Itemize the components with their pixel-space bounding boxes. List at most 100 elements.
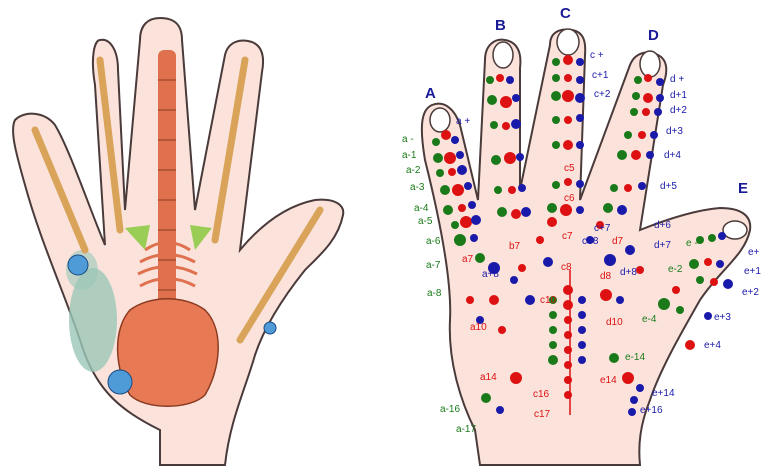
label-c-plus-2: c+2	[594, 89, 611, 100]
acupoint-dot	[576, 141, 584, 149]
label-d10: d10	[606, 317, 623, 328]
joint-shape-left	[125, 225, 150, 250]
right-hand: A B C D E a - a-1 a-2 a-3 a-4 a-5 a-6 a-…	[402, 5, 761, 466]
label-a14: a14	[480, 372, 497, 383]
acupoint-dot	[624, 131, 632, 139]
acupoint-dot	[464, 182, 472, 190]
acupoint-dot	[549, 341, 557, 349]
nail-e	[722, 220, 748, 240]
lung-shape	[69, 268, 117, 372]
acupoint-dot	[468, 201, 476, 209]
label-a-minus: a -	[402, 134, 414, 145]
acupoint-dot	[689, 259, 699, 269]
acupoint-dot	[547, 203, 557, 213]
acupoint-dot	[443, 205, 453, 215]
label-d-plus: d +	[670, 74, 684, 85]
acupoint-dot	[617, 205, 627, 215]
right-hand-outline	[420, 28, 752, 466]
label-d7: d7	[612, 236, 624, 247]
acupoint-dot	[576, 114, 584, 122]
acupoint-dot	[510, 276, 518, 284]
acupoint-dot	[716, 260, 724, 268]
acupoint-dot	[458, 204, 466, 212]
acupoint-dot	[643, 93, 653, 103]
acupoint-dot	[564, 376, 572, 384]
label-d-plus-8: d+8	[620, 267, 637, 278]
acupoint-dot	[552, 58, 560, 66]
acupoint-dot	[624, 184, 632, 192]
acupoint-dot	[548, 355, 558, 365]
label-e-minus: e -	[686, 238, 698, 249]
acupoint-dot	[696, 236, 704, 244]
finger-label-c: C	[560, 5, 571, 22]
acupoint-dot	[504, 152, 516, 164]
acupoint-dot	[576, 206, 584, 214]
acupoint-dot	[578, 341, 586, 349]
acupoint-dot	[628, 408, 636, 416]
label-c8: c8	[561, 262, 572, 273]
blue-circle-thumb	[263, 321, 277, 335]
acupoint-dot	[525, 295, 535, 305]
label-c-plus-1: c+1	[592, 70, 609, 81]
label-a-17: a-17	[456, 424, 476, 435]
acupoint-dot	[630, 396, 638, 404]
acupoint-dot	[494, 186, 502, 194]
acupoint-dot	[600, 289, 612, 301]
acupoint-dot	[476, 316, 484, 324]
label-a-3: a-3	[410, 182, 425, 193]
acupoint-dot	[578, 296, 586, 304]
acupoint-dot	[578, 356, 586, 364]
acupoint-dot	[549, 296, 557, 304]
acupoint-dot	[475, 253, 485, 263]
acupoint-dot	[564, 391, 572, 399]
acupoint-dot	[551, 91, 561, 101]
acupoint-dot	[511, 119, 521, 129]
label-c6: c6	[564, 193, 575, 204]
acupoint-dot	[457, 165, 467, 175]
label-d-plus-2: d+2	[670, 105, 687, 116]
acupoint-dot	[466, 296, 474, 304]
finger-label-a: A	[425, 85, 436, 102]
acupoint-dot	[644, 74, 652, 82]
acupoint-dot	[723, 279, 733, 289]
label-c16: c16	[533, 389, 550, 400]
acupoint-dot	[552, 116, 560, 124]
acupoint-dot	[552, 74, 560, 82]
acupoint-dot	[500, 96, 512, 108]
label-e14-red: e14	[600, 375, 617, 386]
nail-b	[492, 41, 514, 69]
acupoint-dot	[510, 372, 522, 384]
rib-shapes	[137, 241, 198, 288]
acupoint-dot	[470, 234, 478, 242]
acupoint-dot	[516, 153, 524, 161]
acupoint-dot	[506, 76, 514, 84]
acupoint-dot	[564, 331, 572, 339]
label-e-plus: e+	[748, 247, 760, 258]
label-c5: c5	[564, 163, 575, 174]
label-b7: b7	[509, 241, 521, 252]
label-a-4: a-4	[414, 203, 429, 214]
acupoint-dot	[610, 184, 618, 192]
acupoint-dot	[646, 151, 654, 159]
acupoint-dot	[511, 209, 521, 219]
label-c-plus-8: c+8	[582, 236, 599, 247]
finger-label-b: B	[495, 17, 506, 34]
acupoint-dot	[496, 74, 504, 82]
nail-c	[556, 28, 580, 56]
acupoint-dot	[632, 92, 640, 100]
acupoint-dot	[708, 234, 716, 242]
pelvis-shape	[116, 298, 219, 407]
acupoint-dot	[563, 300, 573, 310]
label-a-5: a-5	[418, 216, 433, 227]
label-a-1: a-1	[402, 150, 417, 161]
acupoint-dot	[536, 236, 544, 244]
label-e-4: e-4	[642, 314, 657, 325]
acupoint-dot	[496, 406, 504, 414]
acupoint-dot	[481, 393, 491, 403]
acupoint-dot	[564, 178, 572, 186]
acupoint-dot	[563, 55, 573, 65]
acupoint-dot	[704, 312, 712, 320]
label-c-plus-7: c+7	[594, 223, 611, 234]
